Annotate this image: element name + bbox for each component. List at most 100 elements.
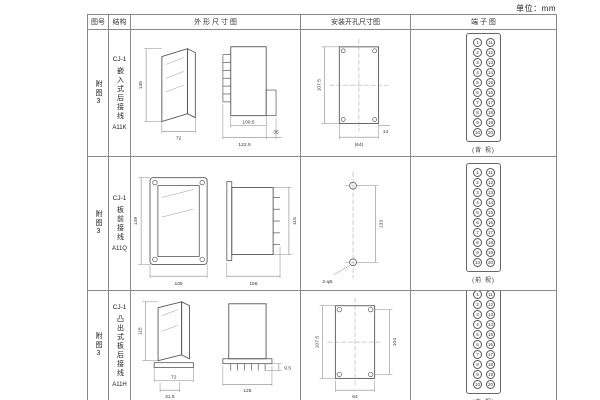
terminal-circle: 17 xyxy=(486,97,495,107)
terminal-circle: 5 xyxy=(473,77,482,87)
terminal-circle: 2 xyxy=(473,47,482,57)
terminal-circle: 4 xyxy=(473,320,482,329)
terminal-circle: 10 xyxy=(473,380,482,389)
terminal-circle: 1 xyxy=(473,37,482,47)
mounting-drawing-a11q: 133 2-φ5 xyxy=(322,171,384,284)
terminal-circle: 9 xyxy=(473,248,482,257)
dim-cutout-width: 64 xyxy=(352,394,358,400)
structure-label: 凸出式板后接线 xyxy=(116,314,124,378)
terminal-circle: 17 xyxy=(486,350,495,359)
dim-cutout-height: 107.5 xyxy=(316,78,322,91)
terminal-circle: 7 xyxy=(473,97,482,107)
dim-height: 115 xyxy=(137,327,143,335)
terminal-circle: 17 xyxy=(486,228,495,237)
dim-body-height: 115 xyxy=(291,216,297,224)
unit-label: 单位：mm xyxy=(516,4,556,13)
terminal-circle: 11 xyxy=(486,37,495,47)
row2-mounting-cell: 133 2-φ5 xyxy=(301,157,411,291)
dim-pin-length: 9.5 xyxy=(284,365,291,371)
terminal-circle: 19 xyxy=(486,248,495,257)
terminal-circle: 6 xyxy=(473,87,482,97)
row1-fig-no-cell: 附图3 xyxy=(88,30,109,157)
terminal-circle: 8 xyxy=(473,238,482,247)
terminal-circle: 3 xyxy=(473,57,482,67)
model-label: CJ-1 xyxy=(112,195,127,202)
terminal-circle: 20 xyxy=(486,127,495,137)
terminal-circle: 18 xyxy=(486,360,495,369)
terminal-circle: 14 xyxy=(486,320,495,329)
terminal-circle: 16 xyxy=(486,340,495,349)
model-label: CJ-1 xyxy=(112,303,127,311)
header-mounting-dims: 安装开孔尺寸图 xyxy=(301,15,411,30)
hole-callout: 2-φ5 xyxy=(322,278,333,284)
terminal-box: 1 11 2 12 3 13 4 14 5 15 6 16 xyxy=(466,32,501,142)
dim-height: 149 xyxy=(133,216,139,224)
model-code-label: A11H xyxy=(112,381,127,388)
dim-depth-outer: 122.5 xyxy=(238,142,251,148)
mounting-drawing-a11k: 107.5 (64) 14 xyxy=(316,38,390,148)
terminal-circle: 3 xyxy=(473,188,482,197)
dim-cutout-height: 107.5 xyxy=(314,335,320,348)
row1-structure-cell: CJ-1 嵌入式后接线 A11K xyxy=(109,30,131,157)
terminal-circle: 2 xyxy=(473,178,482,187)
terminal-circle: 1 xyxy=(473,168,482,177)
terminal-circle: 4 xyxy=(473,67,482,77)
mounting-drawing-a11h: 107.5 104 64 xyxy=(314,297,398,400)
terminal-circle: 19 xyxy=(486,370,495,379)
row3-fig-no-cell: 附图3 xyxy=(88,291,109,400)
terminal-circle: 13 xyxy=(486,57,495,67)
terminal-circle: 7 xyxy=(473,228,482,237)
terminal-circle: 14 xyxy=(486,198,495,207)
row1-mounting-cell: 107.5 (64) 14 xyxy=(301,30,411,157)
terminal-circle: 1 xyxy=(473,291,482,299)
dim-width: 72 xyxy=(175,135,181,141)
terminal-circle: 13 xyxy=(486,188,495,197)
terminal-circle: 7 xyxy=(473,350,482,359)
fig-no-label: 附图3 xyxy=(95,210,102,237)
model-label: CJ-1 xyxy=(112,55,127,63)
model-code-label: A11K xyxy=(112,124,127,131)
terminal-circle: 8 xyxy=(473,107,482,117)
row1-outline-cell: 135 72 100.5 xyxy=(131,30,301,157)
model-code-label: A11Q xyxy=(112,246,127,252)
row3-terminal-cell: 1 11 2 12 3 13 4 14 5 15 6 16 xyxy=(411,291,557,400)
terminal-circle: 16 xyxy=(486,218,495,227)
header-terminal-diagram: 端 子 图 xyxy=(411,15,557,30)
dimension-spec-table: 图号 结构 外 形 尺 寸 图 安装开孔尺寸图 端 子 图 附图3 CJ-1 嵌… xyxy=(87,14,557,400)
terminal-circle: 5 xyxy=(473,208,482,217)
dim-height: 135 xyxy=(138,80,144,88)
header-structure: 结构 xyxy=(109,15,131,30)
terminal-circle: 5 xyxy=(473,330,482,339)
terminal-circle: 10 xyxy=(473,258,482,267)
outline-drawing-a11k: 135 72 100.5 xyxy=(138,45,282,148)
terminal-circle: 20 xyxy=(486,258,495,267)
dim-depth: 126 xyxy=(243,388,251,394)
terminal-circle: 14 xyxy=(486,67,495,77)
dim-depth: 156 xyxy=(249,281,257,287)
structure-label: 板前接线 xyxy=(116,206,124,242)
dim-hole-spacing: 133 xyxy=(378,219,384,227)
terminal-circle: 13 xyxy=(486,310,495,319)
dim-depth-inner: 100.5 xyxy=(242,119,255,125)
terminal-circle: 2 xyxy=(473,300,482,309)
terminal-circle: 19 xyxy=(486,117,495,127)
row2-fig-no-cell: 附图3 xyxy=(88,157,109,291)
terminal-circle: 6 xyxy=(473,340,482,349)
terminal-circle: 12 xyxy=(486,300,495,309)
row3-structure-cell: CJ-1 凸出式板后接线 A11H xyxy=(109,291,131,400)
terminal-circle: 11 xyxy=(486,168,495,177)
terminal-circle: 12 xyxy=(486,47,495,57)
dim-width: 105 xyxy=(174,281,182,287)
terminal-view-caption: (前 视) xyxy=(472,278,495,284)
outline-drawing-a11q: 149 105 156 xyxy=(133,176,297,287)
terminal-box: 1 11 2 12 3 13 4 14 5 15 6 16 xyxy=(466,163,501,272)
row2-terminal-cell: 1 11 2 12 3 13 4 14 5 15 6 16 xyxy=(411,157,557,291)
terminal-circle: 15 xyxy=(486,330,495,339)
row3-outline-cell: 115 72 31.5 xyxy=(131,291,301,400)
dim-terminal-depth: 35 xyxy=(273,129,279,135)
terminal-circle: 3 xyxy=(473,310,482,319)
dim-width: 72 xyxy=(171,374,177,380)
fig-no-label: 附图3 xyxy=(95,79,102,107)
header-outline-dims: 外 形 尺 寸 图 xyxy=(131,15,301,30)
